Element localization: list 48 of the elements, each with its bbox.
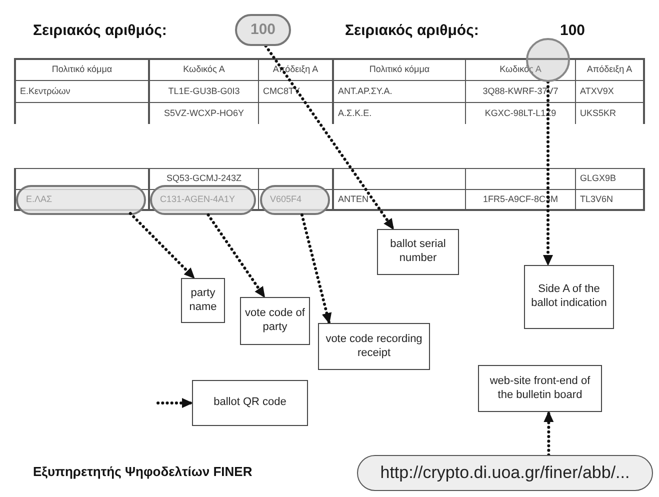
table-cell: 3Q88-KWRF-37V7 [465,80,575,102]
node-text: ballot QR code [214,396,286,410]
annotation-box [377,229,459,275]
serial-number-value: 100 [560,21,586,41]
serial-number-label: Σειριακός αριθμός: [33,21,167,41]
dotted-arrow [156,398,194,408]
dotted-arrow [544,410,554,456]
annotation-box [524,265,614,329]
dotted-arrow [264,44,395,230]
url-bar [357,455,653,491]
serial-number-label: Σειριακός αριθμός: [345,21,479,41]
table-cell: Πολιτικό κόμμα [14,58,148,80]
node-text: 100 [250,20,276,40]
node-text: ballot serial number [389,238,447,266]
annotation-box [478,365,602,412]
table-cell: ΑΝΤ.ΑΡ.ΣΥ.Α. [332,80,465,102]
node-text: http://crypto.di.uoa.gr/finer/abb/... [380,462,630,484]
dotted-arrow [300,214,332,324]
table-cell: Κωδικός Α [148,58,258,80]
table-cell: Πολιτικό κόμμα [332,58,465,80]
dotted-arrow [543,80,553,266]
table-cell: TL3V6N [575,189,645,211]
table-cell: ATXV9X [575,80,645,102]
table-cell: 1FR5-A9CF-8C3M [465,189,575,211]
table-cell: S5VZ-WCXP-HO6Y [148,102,258,124]
dotted-arrow [128,212,196,280]
table-cell: Α.Σ.Κ.Ε. [332,102,465,124]
node-text: vote code of party [245,307,305,335]
node-text: V605F4 [270,193,302,206]
dotted-arrow [206,214,266,298]
table-cell: UKS5KR [575,102,645,124]
table-cell: ΑΝΤΕΝ [332,189,465,211]
server-caption: Εξυπηρετητής Ψηφοδελτίων FINER [33,463,252,481]
table-cell: Ε.Κεντρώων [14,80,148,102]
node-text: web-site front-end of the bulletin board [488,374,592,402]
table-cell: Απόδειξη Α [575,58,645,80]
node-text: party name [188,286,218,314]
node-text: C131-AGEN-4A1Y [160,193,236,206]
node-text: Ε.ΛΑΣ [26,193,52,206]
node-text: vote code recording receipt [324,332,424,360]
annotation-box [240,297,310,345]
table-cell: KGXC-98LT-L1Z9 [465,102,575,124]
table-cell: TL1E-GU3B-G0I3 [148,80,258,102]
annotation-box [192,380,308,426]
node-text: Side A of the ballot indication [530,283,608,311]
table-cell: GLGX9B [575,168,645,189]
annotation-box [318,323,430,370]
annotation-box [181,278,225,323]
